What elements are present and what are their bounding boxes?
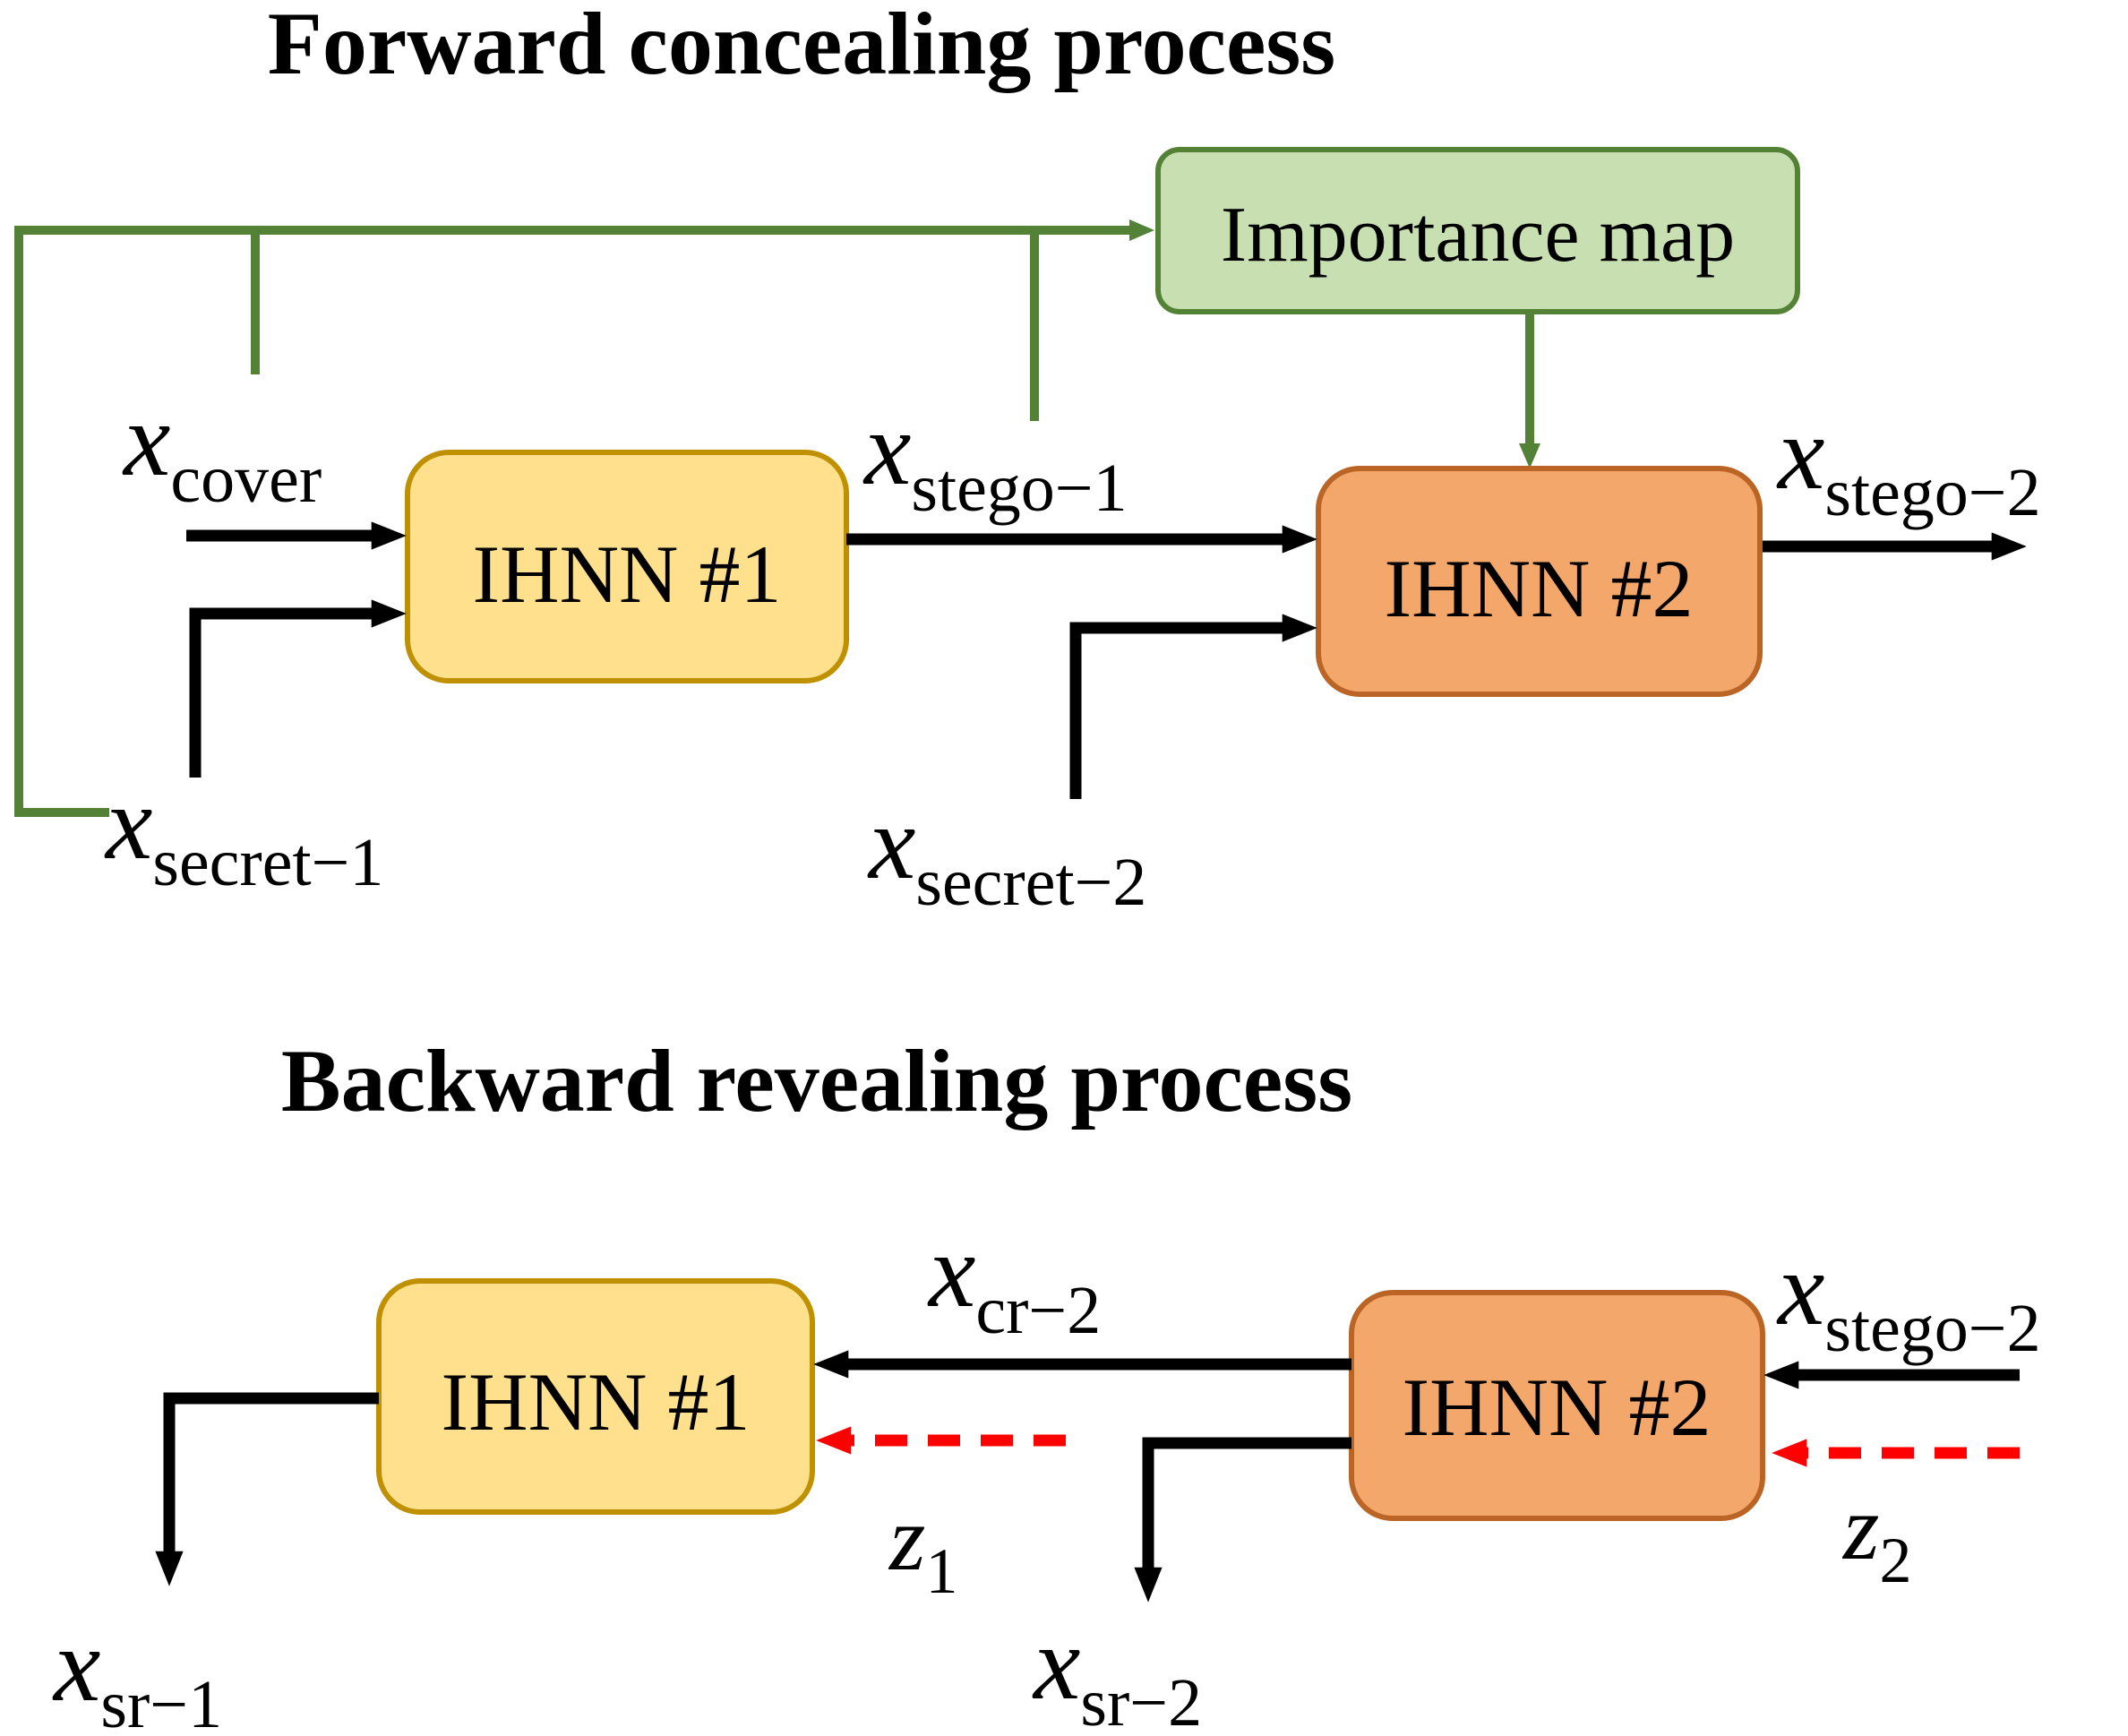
label-x-stego2-backward: xstego−2 (1776, 1230, 2041, 1366)
ihnn2-backward-label: IHNN #2 (1403, 1362, 1712, 1453)
ihnn1-forward-rect (405, 450, 849, 683)
label-x-stego2-forward: xstego−2 (1776, 394, 2041, 530)
backward-title: Backward revealing process (281, 1031, 1352, 1130)
label-z1: z1 (888, 1487, 957, 1607)
forward-arrows (186, 521, 2027, 799)
label-x-secret1: xsecret−1 (104, 764, 383, 900)
backward-section: Backward revealing process IHNN #1 IHNN … (52, 1031, 2041, 1736)
label-x-sr1: xsr−1 (52, 1606, 222, 1736)
importance-connectors (14, 219, 1541, 817)
label-x-secret2: xsecret−2 (867, 784, 1146, 920)
forward-section: Forward concealing process Importance ma… (14, 0, 2041, 920)
ihnn1-backward-label: IHNN #1 (442, 1356, 751, 1448)
ihnn2-forward-box: IHNN #2 (1316, 466, 1763, 697)
backward-arrows (155, 1350, 2020, 1603)
label-z2: z2 (1841, 1476, 1911, 1596)
sr2-output-arrow (1134, 1437, 1351, 1603)
ihnn2-backward-rect (1349, 1290, 1765, 1521)
secret1-input-arrow (189, 599, 407, 778)
sr1-output-arrow (155, 1392, 379, 1586)
noise-arrows (816, 1426, 2020, 1467)
forward-title: Forward concealing process (268, 0, 1335, 93)
label-x-cover: xcover (122, 381, 322, 517)
label-x-stego1: xstego−1 (862, 390, 1128, 526)
importance-map-box: Importance map (1155, 147, 1800, 314)
importance-map-label: Importance map (1221, 192, 1735, 279)
green-secret1-to-importance-line (14, 219, 1154, 817)
ihnn1-forward-label: IHNN #1 (473, 529, 782, 620)
label-x-sr2: xsr−2 (1032, 1604, 1202, 1736)
label-x-cr2: xcr−2 (927, 1212, 1101, 1348)
ihnn1-forward-box: IHNN #1 (405, 450, 849, 683)
secret2-input-arrow (1069, 614, 1317, 799)
importance-map-rect (1155, 147, 1800, 314)
ihnn1-backward-box: IHNN #1 (376, 1278, 815, 1515)
ihnn2-forward-rect (1316, 466, 1763, 697)
ihnn2-backward-box: IHNN #2 (1349, 1290, 1765, 1521)
ihnn2-forward-label: IHNN #2 (1385, 543, 1694, 634)
